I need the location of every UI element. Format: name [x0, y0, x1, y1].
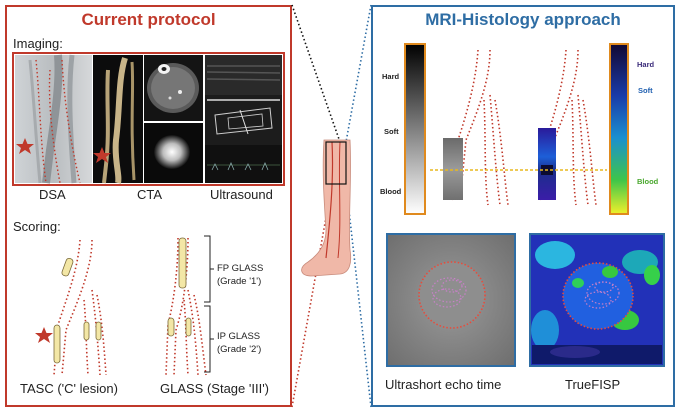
ultrasound-caption: Ultrasound [210, 187, 273, 202]
current-protocol-panel: Current protocol [5, 5, 292, 407]
color-scale-bar [609, 43, 629, 215]
scoring-label: Scoring: [13, 219, 61, 234]
fp-bracket [204, 235, 214, 303]
lesion-star-icon [35, 327, 53, 343]
dsa-image [15, 54, 92, 184]
imaging-frame [12, 52, 285, 186]
zoom-box [325, 141, 347, 185]
ute-image [386, 233, 516, 367]
tasc-caption: TASC ('C' lesion) [20, 381, 118, 396]
connector-right-bottom [345, 183, 372, 408]
cta-caption: CTA [137, 187, 163, 202]
scale-right-hard: Hard [637, 60, 655, 69]
lesion-star-icon [93, 147, 111, 163]
ute-caption: Ultrashort echo time [385, 377, 502, 392]
fp-glass-label: FP GLASS [217, 263, 264, 274]
connector-top [291, 4, 341, 143]
imaging-label: Imaging: [13, 36, 63, 51]
leg-illustration [301, 139, 352, 277]
glass-caption: GLASS (Stage 'III') [160, 381, 270, 396]
lesion-star-icon [16, 138, 34, 154]
mri-histology-title: MRI-Histology approach [425, 10, 621, 29]
ultrasound-image [205, 55, 282, 183]
mri-histology-panel: MRI-Histology approach [371, 5, 675, 407]
ip-grade-label: (Grade '2') [217, 344, 262, 355]
scale-left-hard: Hard [382, 72, 400, 81]
vessel-diagram-left [443, 49, 509, 206]
ip-glass-label: IP GLASS [217, 331, 261, 342]
scale-left-soft: Soft [384, 127, 399, 136]
fp-grade-label: (Grade '1') [217, 276, 262, 287]
truefisp-caption: TrueFISP [565, 377, 621, 392]
grayscale-scale-bar [404, 43, 426, 215]
scale-right-soft: Soft [638, 86, 653, 95]
truefisp-image [529, 233, 665, 367]
tasc-diagram [35, 239, 107, 376]
ip-bracket [204, 305, 214, 373]
cta-image [93, 55, 203, 184]
dsa-caption: DSA [39, 187, 66, 202]
current-protocol-title: Current protocol [81, 10, 216, 29]
connector-right-top [345, 4, 372, 143]
glass-diagram [165, 237, 207, 376]
scale-right-blood: Blood [637, 177, 659, 186]
scale-left-blood: Blood [380, 187, 402, 196]
